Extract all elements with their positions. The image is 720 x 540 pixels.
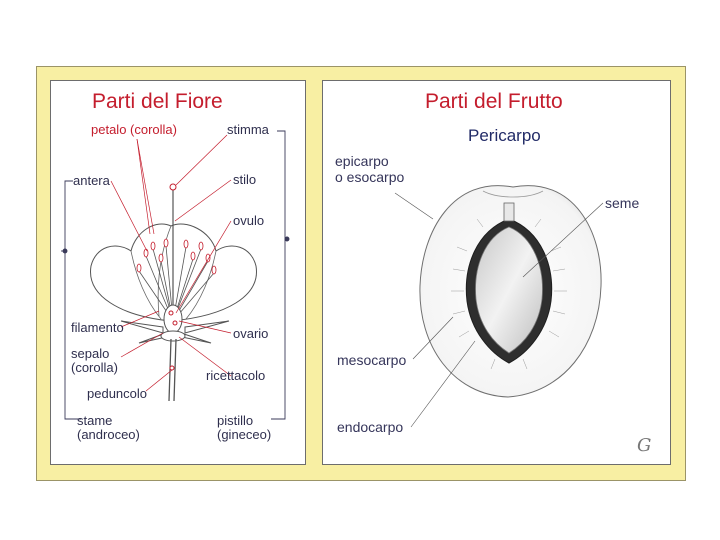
label-ricettacolo: ricettacolo bbox=[206, 369, 265, 383]
label-stilo: stilo bbox=[233, 173, 256, 187]
label-ovulo: ovulo bbox=[233, 214, 264, 228]
label-peduncolo: peduncolo bbox=[87, 387, 147, 401]
signature-mark: G bbox=[637, 435, 651, 456]
label-petalo: petalo (corolla) bbox=[91, 123, 177, 137]
receptacle-peduncle bbox=[161, 331, 185, 401]
label-epicarpo: epicarpo o esocarpo bbox=[335, 153, 404, 185]
label-stame: stame (androceo) bbox=[77, 414, 140, 442]
label-antera: antera bbox=[73, 174, 110, 188]
label-filamento: filamento bbox=[71, 321, 124, 335]
flower-panel: Parti del Fiore bbox=[50, 80, 306, 465]
fruit-panel: Parti del Frutto Pericarpo bbox=[322, 80, 671, 465]
label-stimma: stimma bbox=[227, 123, 269, 137]
label-endocarpo: endocarpo bbox=[337, 419, 403, 435]
label-ovario: ovario bbox=[233, 327, 268, 341]
fruit-diagram: G bbox=[323, 81, 671, 465]
flower-diagram bbox=[51, 81, 306, 465]
label-pistillo: pistillo (gineceo) bbox=[217, 414, 271, 442]
label-seme: seme bbox=[605, 195, 639, 211]
label-sepalo: sepalo (corolla) bbox=[71, 347, 118, 375]
label-mesocarpo: mesocarpo bbox=[337, 352, 406, 368]
